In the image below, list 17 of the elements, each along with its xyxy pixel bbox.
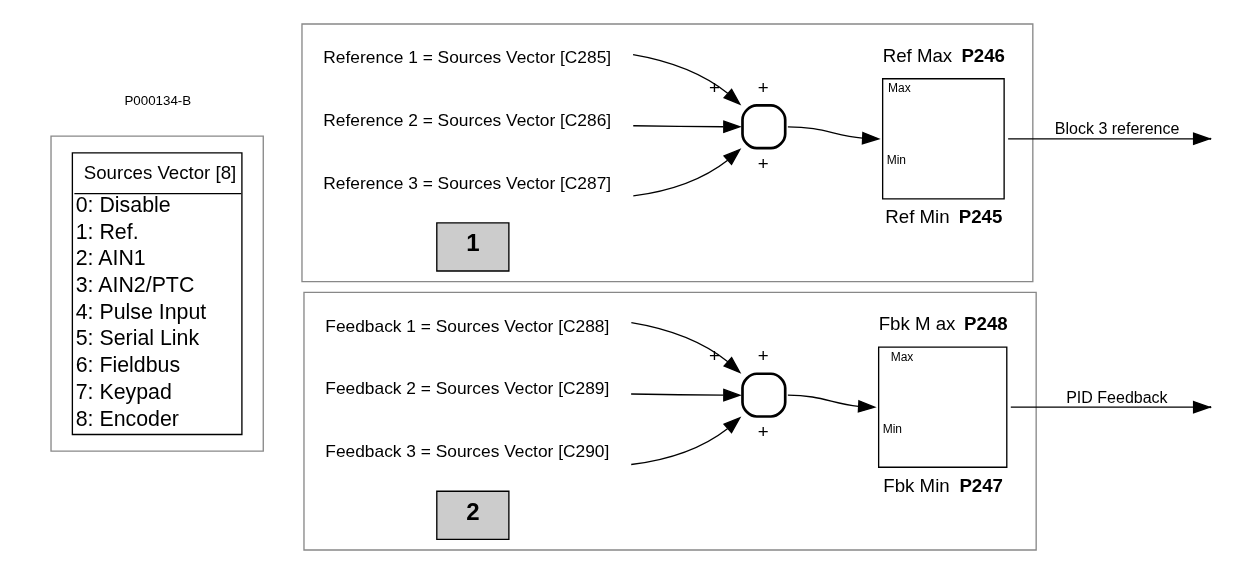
node-label: Fbk Min P247 xyxy=(883,474,1004,496)
node-text: Reference 3 = Sources Vector [C287] xyxy=(323,172,612,193)
label: P000134-B xyxy=(124,92,192,108)
node-text: Reference 2 = Sources Vector [C286] xyxy=(323,110,612,131)
node-label: Fbk M ax P248 xyxy=(878,312,1008,334)
node-label: + xyxy=(757,345,769,367)
node-text: Reference 1 = Sources Vector [C285] xyxy=(323,47,612,68)
node-text: Feedback 2 = Sources Vector [C289] xyxy=(325,378,610,399)
node-label: + xyxy=(757,152,769,174)
node-label: + xyxy=(757,76,769,98)
node-label: Ref Max P246 xyxy=(882,44,1006,66)
node-label: + xyxy=(757,421,769,443)
edge-label: PID Feedback xyxy=(1066,388,1168,406)
node-text: Feedback 1 = Sources Vector [C288] xyxy=(325,315,610,336)
node-text: Feedback 3 = Sources Vector [C290] xyxy=(325,441,610,462)
node-label: Ref Min P245 xyxy=(885,206,1003,228)
edge-label: Block 3 reference xyxy=(1054,120,1180,138)
